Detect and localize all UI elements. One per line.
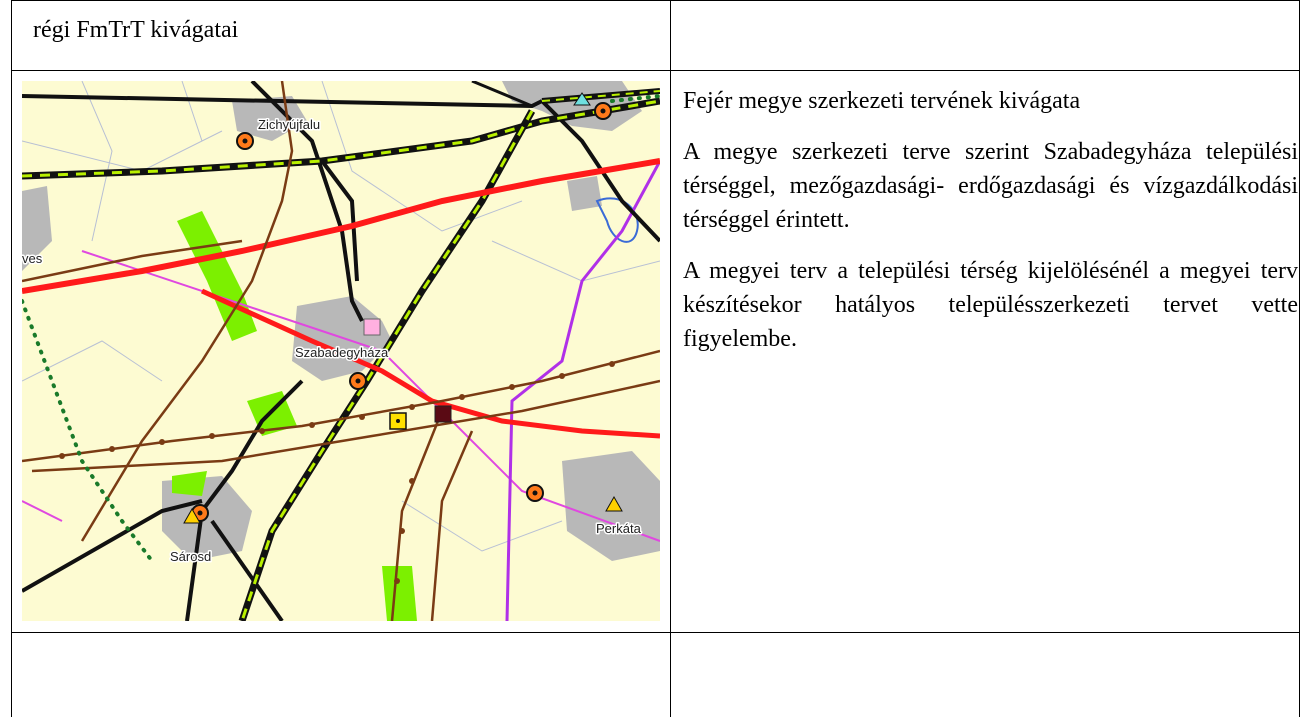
dark-square-symbol: [434, 405, 452, 423]
description-cell: Fejér megye szerkezeti tervének kivágata…: [683, 84, 1298, 373]
table-border-middle: [670, 0, 671, 717]
description-paragraph-2: A megyei terv a települési térség kijelö…: [683, 258, 1298, 352]
admin-boundaries: [22, 250, 660, 542]
pink-square-symbol: [363, 318, 381, 336]
table-border-right: [1299, 0, 1300, 717]
perkata-area-marker: [526, 484, 544, 502]
zichyujfalu-marker: [236, 132, 254, 150]
table-row-divider-1: [11, 70, 1300, 71]
label-zichyujfalu: Zichyújfalu: [258, 117, 320, 132]
header-cell-title: régi FmTrT kivágatai: [33, 17, 239, 43]
water-body: [595, 197, 639, 243]
railway-stations: [59, 361, 615, 584]
red-main-road: [22, 158, 660, 294]
table-border-left: [11, 0, 12, 717]
green-dotted-boundary: [22, 299, 154, 563]
county-boundary: [505, 160, 660, 621]
map-caption: Fejér megye szerkezeti tervének kivágata: [683, 88, 1081, 114]
table-border-top: [11, 0, 1300, 1]
description-paragraph-1: A megye szerkezeti terve szerint Szabade…: [683, 139, 1298, 233]
label-sarosd: Sárosd: [170, 549, 211, 564]
county-plan-map: Zichyújfalu Szabadegyháza Sárosd Perkáta…: [22, 81, 660, 621]
yellow-triangle-symbol-perkata: [605, 495, 623, 512]
red-road-branch: [200, 288, 660, 439]
map-symbols: [183, 92, 623, 524]
settlement-right-small: [567, 176, 602, 211]
label-edge-left: ves: [22, 251, 43, 266]
settlement-left-edge: [22, 186, 52, 271]
yellow-square-symbol: [389, 412, 407, 430]
table-row-divider-2: [11, 632, 1300, 633]
top-right-marker: [594, 102, 612, 120]
label-szabadegyhaza: Szabadegyháza: [295, 345, 389, 360]
yellow-triangle-symbol-sarosd: [183, 507, 201, 524]
szabadegyhaza-marker: [349, 372, 367, 390]
label-perkata: Perkáta: [596, 521, 642, 536]
forest-4: [382, 566, 417, 621]
forest-3: [172, 471, 207, 496]
cyan-triangle-symbol: [573, 92, 591, 106]
